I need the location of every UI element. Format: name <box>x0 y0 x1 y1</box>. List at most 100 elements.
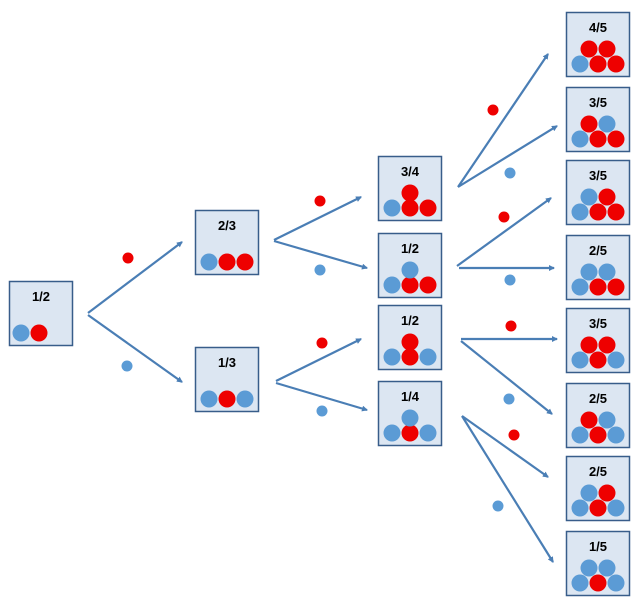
ball-blue <box>571 574 589 592</box>
branch-arrow <box>273 239 368 270</box>
urn-node: 2/5 <box>565 234 631 301</box>
ball-blue <box>571 499 589 517</box>
branch-n2a-to-n3b <box>457 125 558 188</box>
ball-blue <box>571 426 589 444</box>
branch-n1b-to-n2d <box>275 381 368 417</box>
drawn-ball-blue <box>316 405 328 417</box>
branch-arrow <box>275 381 368 412</box>
probability-label: 2/5 <box>589 391 607 406</box>
ball-blue <box>571 55 589 73</box>
ball-red <box>419 276 437 294</box>
ball-red <box>607 55 625 73</box>
probability-label: 1/4 <box>401 389 420 404</box>
probability-label: 2/5 <box>589 464 607 479</box>
ball-red <box>580 336 598 354</box>
urn-node: 1/5 <box>565 530 631 597</box>
drawn-ball-blue <box>504 167 516 179</box>
branch-n1b-to-n2c <box>275 337 362 382</box>
probability-label: 1/2 <box>401 241 419 256</box>
ball-blue <box>571 130 589 148</box>
ball-blue <box>571 203 589 221</box>
branch-n2b-to-n3c <box>456 197 552 267</box>
ball-red <box>401 424 419 442</box>
ball-red <box>419 199 437 217</box>
ball-red <box>401 199 419 217</box>
probability-label: 2/5 <box>589 243 607 258</box>
drawn-ball-red <box>508 429 520 441</box>
branch-n0-to-n1b <box>87 314 183 383</box>
ball-blue <box>383 276 401 294</box>
branch-n2c-to-n3f <box>460 340 553 415</box>
urn-node: 4/5 <box>565 11 631 78</box>
branch-arrow <box>87 241 183 314</box>
urn-node: 3/4 <box>377 155 443 222</box>
ball-blue <box>12 324 30 342</box>
probability-label: 1/2 <box>401 313 419 328</box>
ball-red <box>589 351 607 369</box>
branch-arrow <box>273 196 362 241</box>
branch-n1a-to-n2a <box>273 195 362 241</box>
ball-red <box>401 276 419 294</box>
branch-arrow <box>275 338 362 382</box>
ball-red <box>589 203 607 221</box>
ball-red <box>401 348 419 366</box>
urn-node: 1/4 <box>377 380 443 447</box>
ball-red <box>598 336 616 354</box>
branch-n2d-to-n3h <box>461 415 554 563</box>
ball-red <box>401 333 419 351</box>
ball-blue <box>571 351 589 369</box>
ball-red <box>598 484 616 502</box>
branch-n1a-to-n2b <box>273 239 368 276</box>
drawn-ball-red <box>487 104 499 116</box>
ball-red <box>598 188 616 206</box>
probability-label: 2/3 <box>218 218 236 233</box>
urn-node: 3/5 <box>565 86 631 153</box>
probability-label: 3/5 <box>589 95 607 110</box>
ball-red <box>580 115 598 133</box>
urn-node: 2/3 <box>194 209 260 276</box>
ball-blue <box>383 199 401 217</box>
branch-arrow <box>87 314 183 383</box>
drawn-ball-red <box>122 252 134 264</box>
drawn-ball-blue <box>492 500 504 512</box>
ball-red <box>218 390 236 408</box>
ball-red <box>607 130 625 148</box>
ball-red <box>30 324 48 342</box>
probability-label: 3/5 <box>589 316 607 331</box>
urn-node: 1/2 <box>377 232 443 299</box>
ball-red <box>401 184 419 202</box>
ball-blue <box>200 253 218 271</box>
ball-red <box>589 55 607 73</box>
ball-red <box>589 130 607 148</box>
ball-blue <box>607 574 625 592</box>
urn-node: 2/5 <box>565 382 631 449</box>
ball-blue <box>200 390 218 408</box>
ball-blue <box>580 188 598 206</box>
drawn-ball-blue <box>121 360 133 372</box>
ball-blue <box>383 424 401 442</box>
ball-blue <box>607 499 625 517</box>
probability-label: 1/5 <box>589 539 607 554</box>
urn-node: 1/2 <box>377 304 443 371</box>
drawn-ball-blue <box>503 393 515 405</box>
ball-blue <box>598 559 616 577</box>
ball-red <box>236 253 254 271</box>
branch-n2c-to-n3e <box>461 320 558 342</box>
ball-red <box>607 203 625 221</box>
ball-blue <box>419 348 437 366</box>
branch-arrow <box>461 415 549 478</box>
branch-arrow <box>457 125 558 188</box>
ball-red <box>598 40 616 58</box>
ball-blue <box>419 424 437 442</box>
probability-label: 3/5 <box>589 168 607 183</box>
ball-blue <box>607 351 625 369</box>
ball-blue <box>580 263 598 281</box>
drawn-ball-red <box>314 195 326 207</box>
branch-n2d-to-n3g <box>461 415 549 478</box>
branch-arrow <box>456 197 552 267</box>
ball-blue <box>236 390 254 408</box>
ball-blue <box>383 348 401 366</box>
ball-blue <box>401 409 419 427</box>
ball-red <box>589 499 607 517</box>
